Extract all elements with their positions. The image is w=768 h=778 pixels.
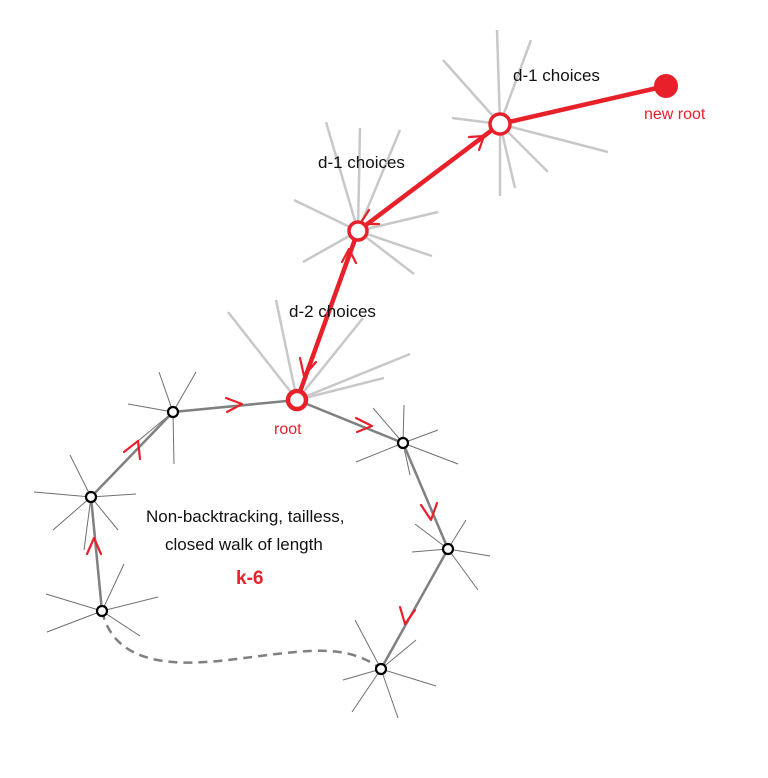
path-vertex [488,112,512,136]
red-edge [497,83,669,127]
choices-label-low: d-2 choices [289,302,376,321]
walk-edges [89,398,450,670]
dark-spokes [33,371,491,719]
light-spokes [227,29,609,402]
arrow-icon [467,134,486,152]
arrow-icon [85,536,103,556]
walk-edge [401,442,450,550]
walk-edge [90,411,174,498]
caption-line-1: Non-backtracking, tailless, [146,507,344,526]
red-path [294,83,669,403]
red-vertices [285,74,678,412]
arrow-icon [419,501,439,522]
arrow-icon [298,356,318,378]
caption-length: k-6 [236,568,263,589]
arrow-icon [224,396,244,414]
root-vertex [285,388,309,412]
arrow-icon [354,416,374,434]
choices-label-top: d-1 choices [513,66,600,85]
walk-edge [172,398,298,414]
new-root-vertex [654,74,678,98]
root-label: root [274,421,302,438]
walk-edge [89,496,104,612]
walk-vertex [396,436,410,450]
choices-label-mid: d-1 choices [318,153,405,172]
walk-vertex [166,405,180,419]
walk-edge [296,398,404,445]
walk-vertex [441,542,455,556]
new-root-label: new root [644,106,706,123]
caption-line-2: closed walk of length [165,535,323,554]
walk-vertex [374,662,388,676]
red-edge [355,121,503,234]
walk-dashed-segment [100,610,382,670]
walk-vertices [84,405,455,676]
walk-vertex [95,604,109,618]
arrow-icon [340,247,358,265]
arrow-icon [122,439,142,461]
arrow-icon [398,605,417,626]
walk-vertex [84,490,98,504]
walk-edge [379,548,450,670]
path-vertex [347,220,369,242]
